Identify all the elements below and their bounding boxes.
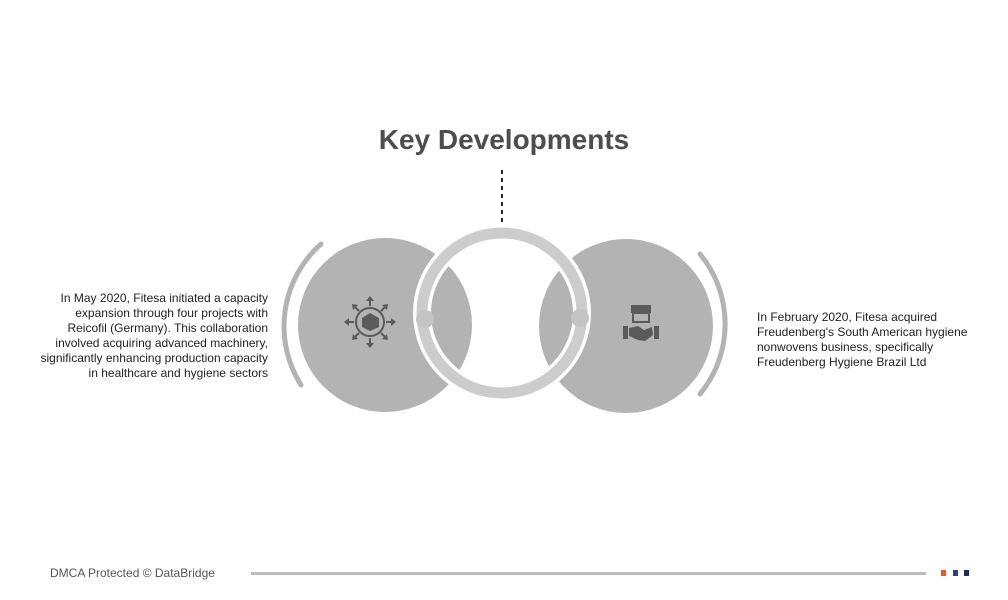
- left-development-text: In May 2020, Fitesa initiated a capacity…: [40, 291, 268, 380]
- footer-square-navy: [964, 570, 969, 576]
- left-arc: [281, 241, 324, 388]
- footer-copyright: DMCA Protected © DataBridge: [50, 566, 215, 580]
- global-distribution-icon: [344, 296, 396, 348]
- left-node-dot: [416, 310, 434, 328]
- right-node-dot: [571, 309, 589, 327]
- footer-square-blue: [953, 570, 958, 576]
- right-development-text: In February 2020, Fitesa acquired Freude…: [757, 310, 968, 369]
- footer-square-orange: [941, 570, 946, 576]
- footer-divider: [251, 572, 926, 575]
- page-title: Key Developments: [378, 124, 630, 155]
- acquisition-handshake-icon: [623, 305, 659, 341]
- right-arc: [697, 251, 728, 397]
